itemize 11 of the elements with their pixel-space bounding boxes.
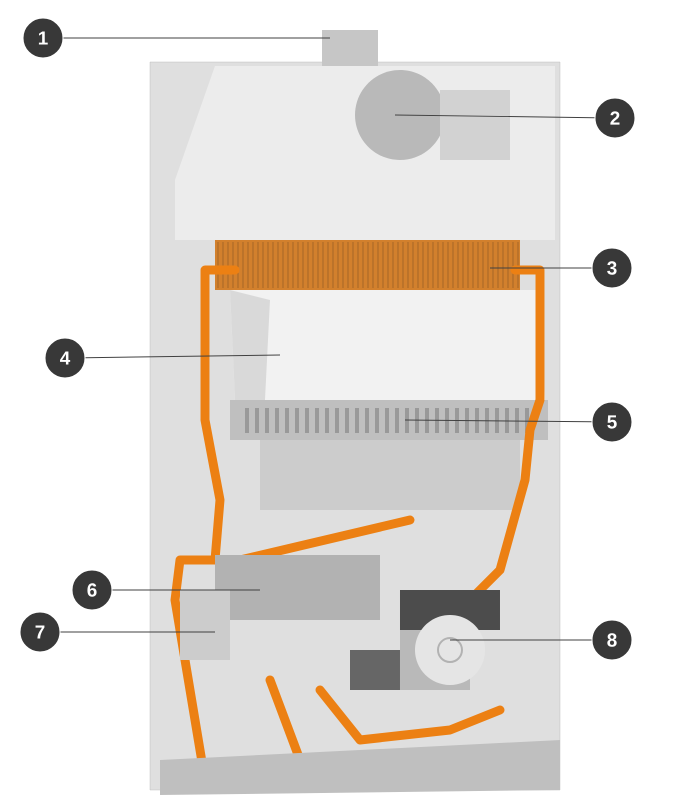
callout-number: 8 bbox=[592, 620, 632, 660]
callout-number: 3 bbox=[592, 248, 632, 288]
callout-number: 1 bbox=[22, 18, 64, 58]
leader-line bbox=[404, 420, 592, 422]
callout-number: 6 bbox=[72, 570, 112, 610]
leader-line bbox=[394, 114, 595, 118]
callout-number: 4 bbox=[44, 338, 86, 378]
callout-number: 7 bbox=[20, 612, 60, 652]
callout-number: 2 bbox=[594, 98, 636, 138]
leader-line bbox=[85, 354, 280, 358]
callout-number: 5 bbox=[592, 402, 632, 442]
